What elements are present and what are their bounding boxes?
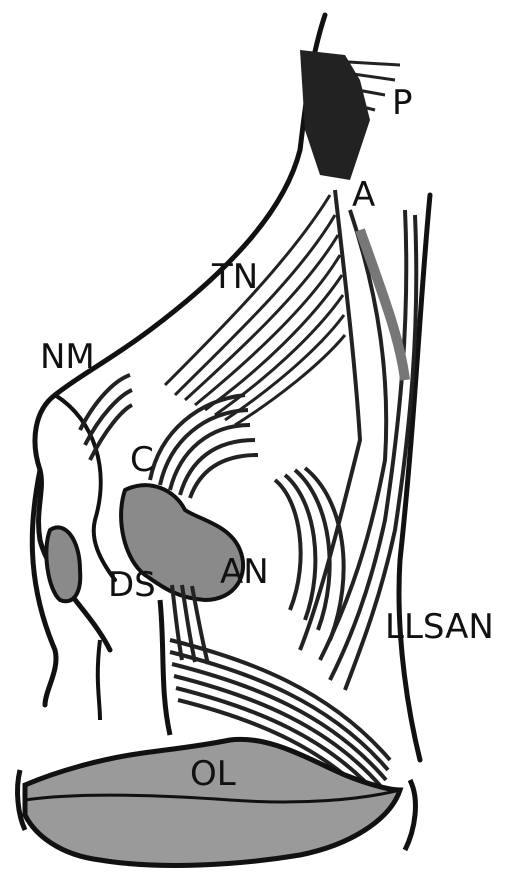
lip-corner-right [405, 780, 415, 850]
label-orbicularis-oris: OL [190, 757, 236, 791]
alar-nasalis-fibers [275, 468, 344, 640]
dilator-muscle-bundle [80, 375, 132, 460]
label-llsan: LLSAN [385, 610, 494, 644]
procerus-muscle [300, 50, 400, 180]
label-transverse-nasalis: TN [212, 260, 258, 294]
label-depressor-septi: DS [108, 568, 156, 602]
label-angular: A [352, 178, 375, 212]
compressor-fibers [150, 395, 258, 498]
label-alar-nasalis: AN [220, 555, 269, 589]
philtrum-outline [160, 600, 170, 735]
columella-outline [98, 640, 100, 720]
nostril-cartilage-left [46, 527, 80, 601]
label-compressor: C [130, 443, 154, 477]
label-procerus: P [392, 86, 413, 120]
label-nasal-muscle: NM [40, 340, 95, 374]
